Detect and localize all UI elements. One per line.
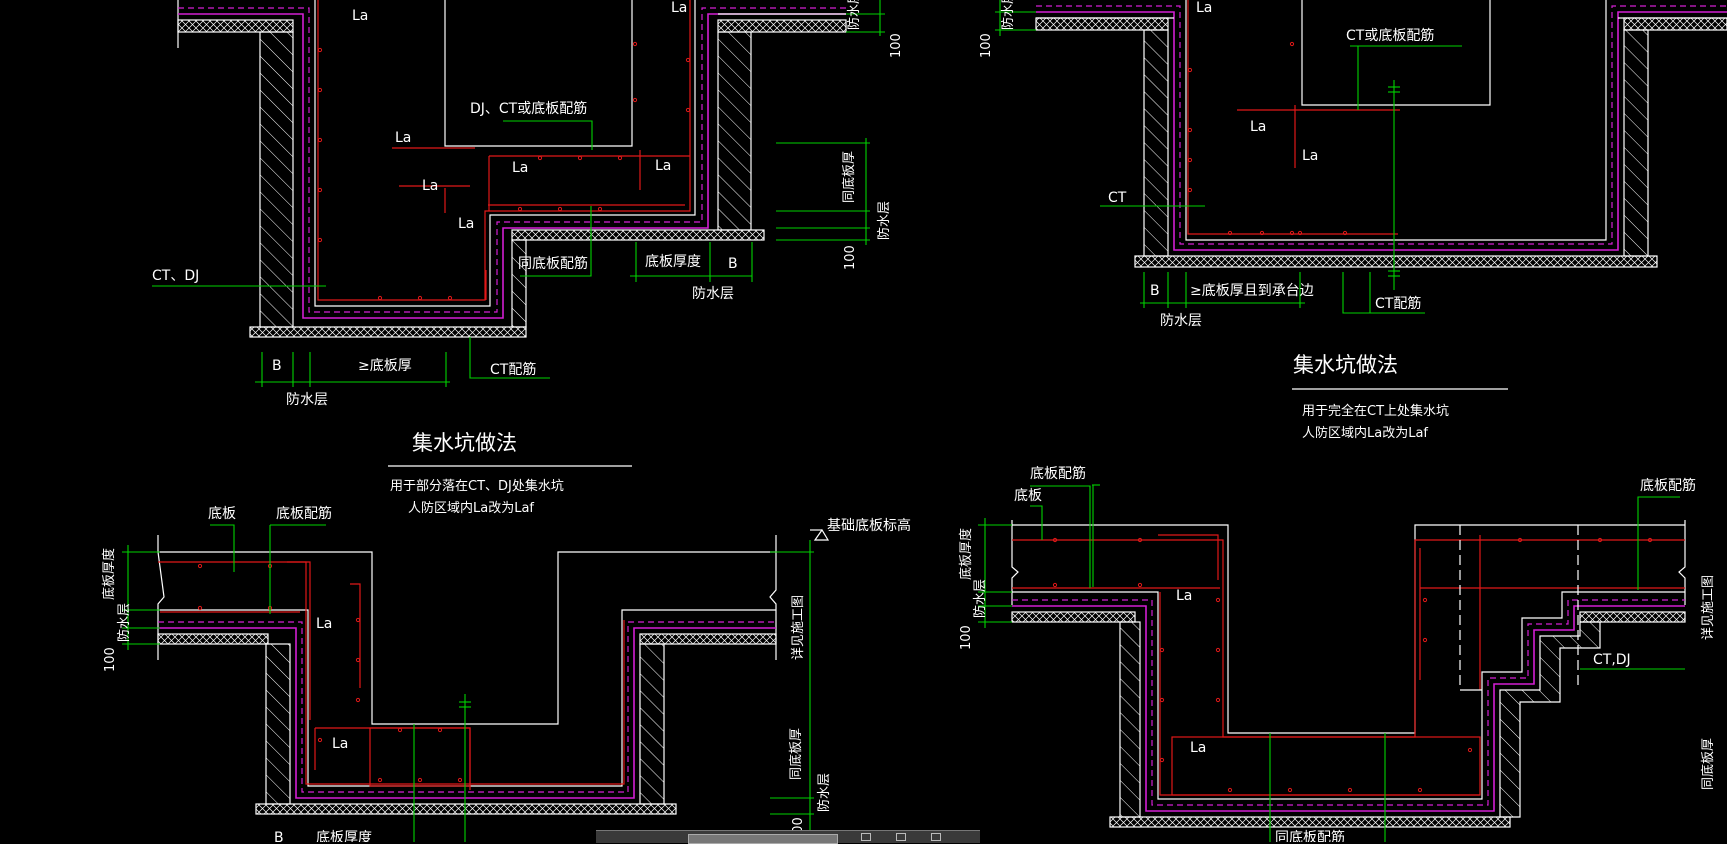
label-see-detail-br: 详见施工图: [1701, 575, 1716, 640]
label-ct-dj-br: CT,DJ: [1593, 652, 1631, 668]
label-waterproof-r2: 防水层: [1000, 0, 1016, 30]
label-b-2: B: [272, 358, 282, 374]
label-ge-slab-thick-to-cap: ≥底板厚且到承台边: [1190, 283, 1314, 299]
label-100-v2: 100: [889, 33, 904, 58]
label-slab-thickness-v: 底板厚度: [101, 548, 117, 600]
top-left-slab-right: [717, 19, 847, 33]
label-waterproof-1: 防水层: [692, 286, 734, 302]
label-la-br1: La: [1176, 588, 1192, 604]
label-ct-rebar: CT配筋: [490, 361, 536, 378]
detail-bottom-right: 底板配筋 底板 底板配筋 La La CT,DJ 同底板配筋 底板厚度 防水层 …: [958, 465, 1716, 842]
label-100-br: 100: [959, 625, 974, 650]
label-100-r: 100: [979, 33, 994, 58]
label-slab-rebar-br1: 底板配筋: [1030, 465, 1086, 482]
label-b-r: B: [1150, 283, 1160, 299]
label-slab-thickness-br: 底板厚度: [958, 528, 974, 580]
label-100-bl: 100: [103, 647, 118, 672]
label-same-slab-thick-br: 同底板厚: [1700, 738, 1716, 790]
label-la-r2: La: [1250, 119, 1266, 135]
statusbar-field[interactable]: [688, 834, 838, 844]
label-la-3: La: [395, 130, 411, 146]
wall-left: [259, 31, 294, 328]
label-la-br2: La: [1190, 740, 1206, 756]
label-waterproof-v2: 防水层: [846, 0, 862, 30]
label-waterproof-v1: 防水层: [876, 201, 892, 240]
top-left-slab-left: [177, 19, 294, 33]
label-la-2: La: [671, 0, 687, 16]
statusbar-control-1[interactable]: [861, 833, 871, 841]
label-ge-slab-thick: ≥底板厚: [358, 358, 412, 374]
label-waterproof-bl2: 防水层: [816, 773, 832, 812]
label-la-5: La: [458, 216, 474, 232]
label-slab-top-elev: 基础底板标高: [827, 517, 911, 534]
label-slab-rebar-br2: 底板配筋: [1640, 477, 1696, 494]
cad-statusbar[interactable]: [596, 830, 980, 844]
title-left: 集水坑做法: [412, 431, 517, 455]
detail-top-right: La CT或底板配筋 La La CT B ≥底板厚且到承台边 防水层 CT配筋…: [979, 0, 1727, 441]
note-right-1: 用于完全在CT上处集水坑: [1302, 403, 1449, 419]
detail-bottom-left: 底板 底板配筋 La La 基础底板标高 底板厚度 防水层 100 详见施工图 …: [101, 505, 911, 842]
label-ct-or-slab-rebar: CT或底板配筋: [1346, 27, 1434, 44]
label-slab: 底板: [208, 506, 236, 522]
label-ct-rebar-r: CT配筋: [1375, 295, 1421, 312]
label-same-slab-rebar: 同底板配筋: [518, 255, 588, 272]
label-la-bl2: La: [332, 736, 348, 752]
label-la-7: La: [655, 158, 671, 174]
label-la-bl1: La: [316, 616, 332, 632]
label-waterproof-r: 防水层: [1160, 313, 1202, 329]
note-left-2: 人防区域内La改为Laf: [408, 500, 534, 516]
label-ct: CT: [1108, 190, 1127, 206]
label-la-4: La: [422, 178, 438, 194]
statusbar-control-2[interactable]: [896, 833, 906, 841]
label-slab-br: 底板: [1014, 488, 1042, 504]
label-same-slab-thick-bl: 同底板厚: [788, 728, 804, 780]
label-same-slab-thick-v1: 同底板厚: [841, 151, 857, 203]
label-100-v1: 100: [843, 245, 858, 270]
detail-top-left: La La La La La La La DJ、CT或底板配筋 CT、DJ 同底…: [152, 0, 904, 408]
label-dj-ct-slab-rebar: DJ、CT或底板配筋: [470, 100, 587, 117]
note-left-1: 用于部分落在CT、DJ处集水坑: [390, 478, 564, 494]
label-waterproof-br: 防水层: [972, 579, 988, 618]
label-la-r3: La: [1302, 148, 1318, 164]
label-waterproof-bl: 防水层: [116, 603, 132, 642]
label-see-detail-bl: 详见施工图: [791, 595, 806, 660]
label-same-slab-rebar-br: 同底板配筋: [1275, 829, 1345, 842]
label-slab-thickness-bl: 底板厚度: [316, 830, 372, 842]
label-waterproof-2: 防水层: [286, 392, 328, 408]
note-right-2: 人防区域内La改为Laf: [1302, 425, 1428, 441]
label-la-6: La: [512, 160, 528, 176]
title-block-left: 集水坑做法 用于部分落在CT、DJ处集水坑 人防区域内La改为Laf: [388, 431, 632, 516]
statusbar-control-3[interactable]: [931, 833, 941, 841]
label-ct-dj: CT、DJ: [152, 268, 199, 284]
bottom-slab: [249, 326, 527, 338]
title-right: 集水坑做法: [1293, 353, 1398, 377]
label-b-1: B: [728, 256, 738, 272]
label-la-1: La: [352, 8, 368, 24]
label-slab-thickness: 底板厚度: [645, 254, 701, 270]
label-la-r1: La: [1196, 0, 1212, 16]
label-slab-rebar: 底板配筋: [276, 505, 332, 522]
label-b-bl: B: [274, 830, 284, 842]
wall-right: [717, 31, 752, 231]
